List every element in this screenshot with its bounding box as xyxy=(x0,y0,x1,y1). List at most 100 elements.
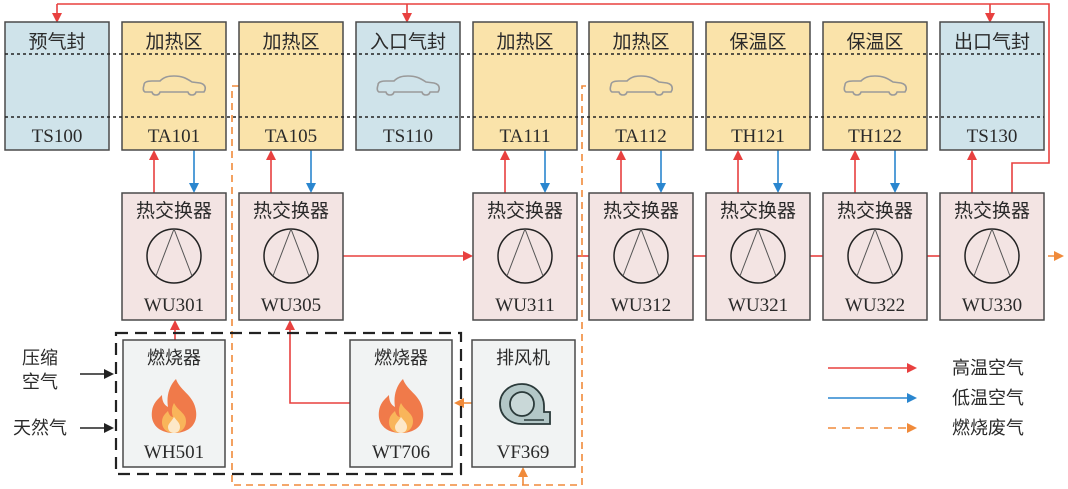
heat-exchanger-wu311: 热交换器 WU311 xyxy=(472,192,578,321)
heat-exchanger-box xyxy=(121,192,227,321)
car-icon xyxy=(376,75,441,96)
fan-id: VF369 xyxy=(497,442,550,463)
burner-wt706: 燃烧器 WT706 xyxy=(349,339,453,468)
car-icon xyxy=(142,75,207,96)
zone-ts130: 出口气封 TS130 xyxy=(939,21,1045,151)
zone-title: 加热区 xyxy=(496,31,553,53)
heat-exchanger-box xyxy=(588,192,694,321)
heat-exchanger-box xyxy=(822,192,928,321)
burner-title: 燃烧器 xyxy=(374,348,428,369)
seal-air-supply-line xyxy=(57,3,1050,193)
zone-title: 加热区 xyxy=(145,31,202,53)
zone-box xyxy=(121,21,227,151)
heat-exchanger-icon xyxy=(497,227,553,284)
heat-exchanger-title: 热交换器 xyxy=(954,200,1030,222)
heat-exchanger-icon xyxy=(146,227,202,284)
oven-zones-row: 预气封TS100加热区TA101加热区TA105入口气封TS110加热区TA11… xyxy=(4,21,1045,151)
zone-id: TS130 xyxy=(967,126,1018,147)
heat-exchanger-box xyxy=(939,192,1045,321)
burner-wh501: 燃烧器 WH501 xyxy=(122,339,226,468)
zone-box xyxy=(822,21,928,151)
heat-exchanger-title: 热交换器 xyxy=(487,200,563,222)
burner-id: WT706 xyxy=(372,442,430,463)
zone-id: TA112 xyxy=(615,126,667,147)
burner-title: 燃烧器 xyxy=(147,348,201,369)
heat-exchanger-icon xyxy=(730,227,786,284)
car-icon xyxy=(609,75,674,96)
zone-box xyxy=(472,21,578,151)
zone-title: 加热区 xyxy=(612,31,669,53)
zone-id: TA101 xyxy=(148,126,200,147)
heat-exchanger-box xyxy=(472,192,578,321)
zone-title: 出口气封 xyxy=(954,31,1030,53)
exhaust-fan-vf369: 排风机 VF369 xyxy=(471,339,576,468)
heat-exchanger-icon xyxy=(964,227,1020,284)
zone-box xyxy=(705,21,811,151)
legend-label: 燃烧废气 xyxy=(952,418,1024,439)
heat-exchanger-title: 热交换器 xyxy=(136,200,212,222)
input-label-natural-gas: 天然气 xyxy=(13,418,67,439)
zone-box xyxy=(588,21,694,151)
heat-exchanger-title: 热交换器 xyxy=(720,200,796,222)
car-icon xyxy=(843,75,908,96)
legend-label: 高温空气 xyxy=(952,358,1024,379)
zone-ta101: 加热区 TA101 xyxy=(121,21,227,151)
heat-exchanger-icon xyxy=(263,227,319,284)
heat-exchanger-box xyxy=(238,192,344,321)
zone-title: 保温区 xyxy=(846,31,903,53)
heat-exchanger-id: WU321 xyxy=(728,295,788,316)
heat-exchanger-id: WU311 xyxy=(495,295,554,316)
zone-id: TH121 xyxy=(731,126,785,147)
fan-title: 排风机 xyxy=(496,348,550,369)
flow-lines xyxy=(52,3,1064,486)
legend-item: 高温空气 xyxy=(828,358,1024,379)
fan-icon xyxy=(499,383,551,425)
zone-box xyxy=(4,21,110,151)
heat-exchanger-id: WU301 xyxy=(144,295,204,316)
zone-id: TS110 xyxy=(383,126,433,147)
heat-exchanger-id: WU330 xyxy=(962,295,1022,316)
burner-id: WH501 xyxy=(144,442,204,463)
legend-item: 低温空气 xyxy=(828,388,1024,409)
burner-to-hx-arrow xyxy=(285,320,350,404)
heat-exchanger-wu301: 热交换器 WU301 xyxy=(121,192,227,321)
heat-exchangers-row: 热交换器WU301热交换器WU305热交换器WU311热交换器WU312热交换器… xyxy=(121,192,1045,321)
heat-exchanger-id: WU312 xyxy=(611,295,671,316)
zone-id: TA105 xyxy=(265,126,317,147)
legend-item: 燃烧废气 xyxy=(828,418,1024,439)
zone-title: 保温区 xyxy=(729,31,786,53)
zone-th121: 保温区 TH121 xyxy=(705,21,811,151)
burner-enclosure xyxy=(114,331,463,476)
exhaust-collection-line xyxy=(231,85,589,486)
zone-title: 预气封 xyxy=(28,31,85,53)
fan-box xyxy=(471,339,576,468)
input-label-compressed-air: 压缩 xyxy=(22,348,58,369)
heat-exchanger-icon xyxy=(613,227,669,284)
flame-icon xyxy=(151,379,197,433)
zone-ta112: 加热区 TA112 xyxy=(588,21,694,151)
zone-th122: 保温区 TH122 xyxy=(822,21,928,151)
heat-exchanger-wu330: 热交换器 WU330 xyxy=(939,192,1045,321)
zone-id: TS100 xyxy=(32,126,83,147)
heat-exchanger-icon xyxy=(847,227,903,284)
legend-label: 低温空气 xyxy=(952,388,1024,409)
flame-icon xyxy=(378,379,424,433)
heat-exchanger-id: WU322 xyxy=(845,295,905,316)
zone-id: TH122 xyxy=(848,126,902,147)
zone-ts100: 预气封 TS100 xyxy=(4,21,110,151)
heat-exchanger-title: 热交换器 xyxy=(837,200,913,222)
zone-box xyxy=(238,21,344,151)
heat-exchanger-wu321: 热交换器 WU321 xyxy=(705,192,811,321)
heat-exchanger-wu322: 热交换器 WU322 xyxy=(822,192,928,321)
heat-exchanger-title: 热交换器 xyxy=(253,200,329,222)
zone-box xyxy=(355,21,461,151)
